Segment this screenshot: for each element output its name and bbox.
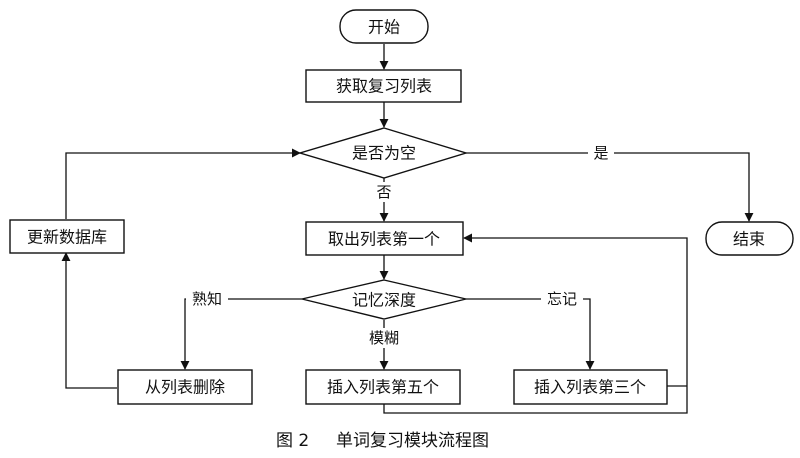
remove-box bbox=[117, 369, 253, 405]
memory-depth-label: 记忆深度 bbox=[352, 291, 416, 310]
insert-third-box bbox=[513, 369, 668, 405]
edge-memory-depth-to-remove bbox=[180, 298, 302, 370]
update-db-box bbox=[9, 219, 125, 254]
edge-label-yes: 是 bbox=[593, 144, 608, 162]
edge-update-db-to-is-empty bbox=[65, 148, 301, 219]
edge-label-no: 否 bbox=[376, 183, 391, 201]
edge-label-forgot: 忘记 bbox=[547, 290, 577, 308]
is-empty-decision bbox=[297, 127, 469, 179]
get-list-box bbox=[305, 69, 462, 103]
take-first-label: 取出列表第一个 bbox=[328, 230, 440, 249]
edge-insert-fifth-loop bbox=[383, 233, 688, 414]
update-db-label: 更新数据库 bbox=[27, 228, 107, 247]
figure-number: 图 2 bbox=[276, 431, 309, 451]
take-first-box bbox=[305, 221, 464, 256]
start-terminal bbox=[339, 9, 429, 44]
memory-depth-decision bbox=[301, 279, 467, 320]
insert-fifth-label: 插入列表第五个 bbox=[327, 378, 439, 397]
end-label: 结束 bbox=[733, 230, 765, 249]
insert-fifth-box bbox=[305, 369, 461, 405]
insert-third-label: 插入列表第三个 bbox=[534, 378, 646, 397]
start-label: 开始 bbox=[368, 18, 400, 37]
edge-label-fuzzy: 模糊 bbox=[369, 329, 399, 347]
edge-label-known: 熟知 bbox=[192, 290, 222, 308]
edge-is-empty-to-end bbox=[466, 152, 754, 222]
edge-memory-depth-to-insert-third bbox=[466, 298, 595, 370]
edge-remove-to-update-db bbox=[61, 252, 117, 389]
get-list-label: 获取复习列表 bbox=[336, 77, 432, 96]
is-empty-label: 是否为空 bbox=[352, 144, 416, 163]
figure-title: 单词复习模块流程图 bbox=[336, 431, 489, 451]
remove-label: 从列表删除 bbox=[145, 378, 225, 397]
end-terminal bbox=[705, 221, 794, 256]
